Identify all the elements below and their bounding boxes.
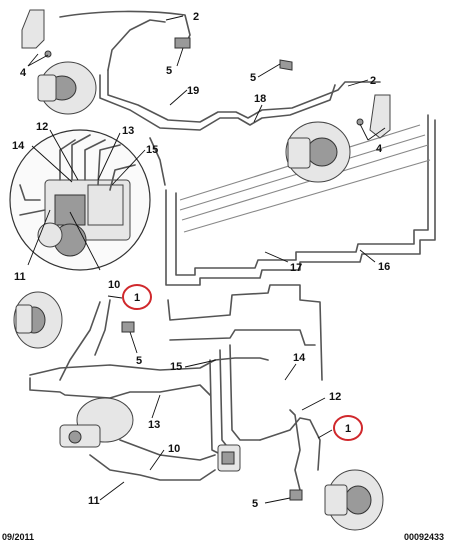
callout-18: 18: [254, 93, 266, 105]
highlight-circle-right: [333, 415, 363, 441]
callout-10-low: 10: [168, 443, 180, 455]
callout-5-mid: 5: [250, 72, 256, 84]
leader-lines: [27, 15, 386, 504]
pipe-clips: [121, 37, 303, 501]
callout-13-abs: 13: [122, 125, 134, 137]
callout-12-abs: 12: [36, 121, 48, 133]
callout-2-mid: 2: [370, 75, 376, 87]
front-brake-pipes: [29, 284, 323, 491]
callout-2-top: 2: [193, 11, 199, 23]
callout-16: 16: [378, 261, 390, 273]
callout-19: 19: [187, 85, 199, 97]
footer-date: 09/2011: [2, 532, 35, 542]
callout-5-top: 5: [166, 65, 172, 77]
callout-5-left: 5: [136, 355, 142, 367]
left-front-brake-assembly: [13, 291, 63, 349]
lower-abs-block: [217, 444, 241, 472]
callout-12-low: 12: [329, 391, 341, 403]
top-right-brake-assembly: [285, 94, 391, 183]
callout-labels: 2 4 5 19 5 2 18 12 13 14 15 4 11 10 1 17…: [12, 11, 390, 510]
master-cylinder-booster: [59, 397, 134, 448]
right-front-brake-assembly: [324, 469, 384, 531]
footer-reference: 00092433: [403, 532, 444, 542]
callout-11-abs: 11: [14, 271, 26, 283]
callout-5-bottom: 5: [252, 498, 258, 510]
callout-15-low: 15: [170, 361, 182, 373]
callout-13-low: 13: [148, 419, 160, 431]
callout-11-low: 11: [88, 495, 100, 507]
callout-4-top: 4: [20, 67, 27, 79]
callout-17: 17: [290, 262, 302, 274]
highlight-circles: [122, 284, 363, 441]
abs-unit-inset: [9, 129, 151, 271]
callout-4-mid: 4: [376, 143, 383, 155]
callout-1-left: 1: [134, 292, 140, 304]
highlight-circle-left: [122, 284, 152, 310]
callout-14-abs: 14: [12, 140, 25, 152]
callout-1-right: 1: [345, 423, 351, 435]
callout-14-low: 14: [293, 352, 306, 364]
callout-15-abs: 15: [146, 144, 158, 156]
callout-10-abs: 10: [108, 279, 120, 291]
top-left-brake-assembly: [21, 9, 97, 115]
